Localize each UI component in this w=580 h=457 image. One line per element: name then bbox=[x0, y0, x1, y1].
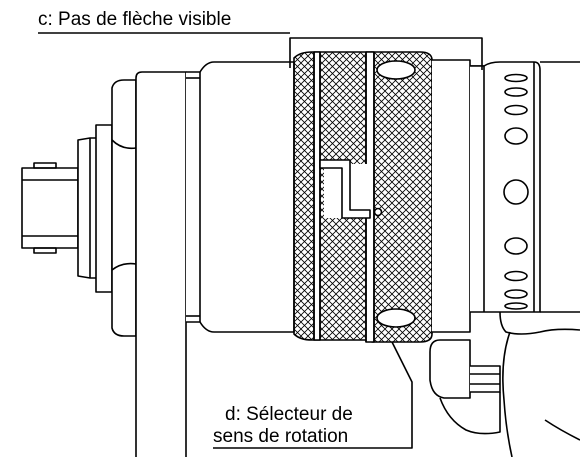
vent-slot bbox=[504, 73, 528, 83]
square-drive-detent bbox=[33, 162, 57, 169]
label-rotation-selector-line2: sens de rotation bbox=[213, 426, 349, 447]
vent-slot bbox=[504, 270, 528, 282]
flange-washer-inner bbox=[95, 124, 113, 293]
selector-slot-bottom bbox=[376, 308, 416, 328]
vent-slot bbox=[504, 87, 528, 97]
reverse-lever-tip bbox=[439, 392, 501, 435]
reverse-lever-shaft bbox=[470, 365, 501, 393]
indicator-dot bbox=[373, 207, 383, 217]
hex-nut bbox=[111, 79, 137, 337]
hex-nut-face bbox=[111, 139, 137, 150]
label-rotation-selector-line1: d: Sélecteur de bbox=[225, 404, 353, 425]
vent-slot bbox=[503, 179, 529, 205]
hex-nut-face bbox=[111, 262, 137, 271]
vent-slot bbox=[504, 127, 528, 145]
handle-grip bbox=[502, 331, 513, 457]
knurled-ring-right bbox=[371, 51, 433, 343]
knurled-ring-gap bbox=[313, 51, 321, 341]
leader-c-bracket bbox=[289, 37, 483, 70]
leader-d bbox=[213, 341, 413, 449]
main-housing bbox=[186, 61, 295, 333]
reaction-plate bbox=[135, 71, 187, 457]
vent-slot bbox=[504, 104, 528, 116]
handle-grip-inner bbox=[544, 419, 580, 441]
reverse-lever bbox=[429, 339, 471, 399]
collar bbox=[432, 59, 471, 333]
square-drive-detent bbox=[33, 247, 57, 254]
selector-slot-top bbox=[376, 60, 416, 80]
vent-slot bbox=[504, 237, 528, 255]
label-no-arrow-visible: c: Pas de flèche visible bbox=[38, 9, 232, 30]
vent-slot bbox=[504, 289, 528, 299]
handle-outline bbox=[499, 311, 580, 335]
vent-slot bbox=[504, 302, 528, 310]
